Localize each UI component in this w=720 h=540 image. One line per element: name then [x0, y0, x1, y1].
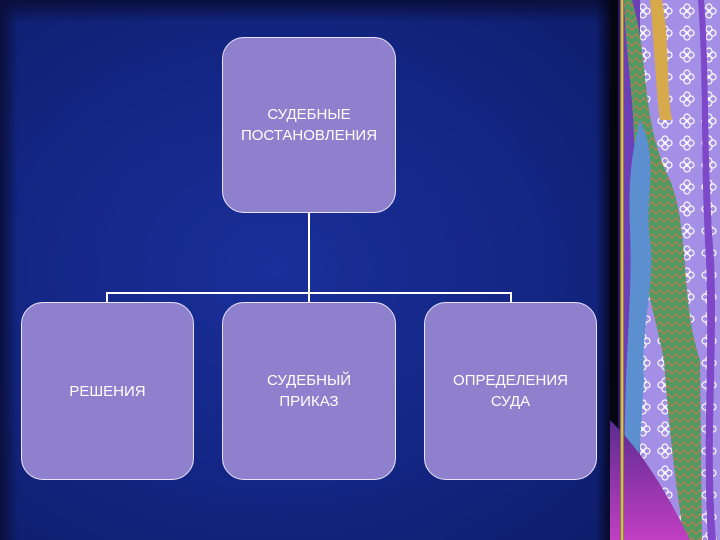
child-node-decisions: РЕШЕНИЯ — [21, 302, 194, 480]
connector-lines — [106, 213, 512, 302]
top-edge-shade — [0, 0, 610, 22]
root-node-court-rulings: СУДЕБНЫЕ ПОСТАНОВЛЕНИЯ — [222, 37, 396, 213]
left-edge-shade — [0, 0, 18, 540]
child-node-label: РЕШЕНИЯ — [69, 382, 146, 400]
child-node-label: ОПРЕДЕЛЕНИЯ СУДА — [453, 372, 568, 410]
child-node-court-determinations: ОПРЕДЕЛЕНИЯ СУДА — [424, 302, 597, 480]
right-edge-shade — [596, 0, 612, 540]
floral-fabric-border-icon — [610, 0, 720, 540]
root-node-label: СУДЕБНЫЕ ПОСТАНОВЛЕНИЯ — [240, 106, 378, 144]
child-node-court-order: СУДЕБНЫЙ ПРИКАЗ — [222, 302, 396, 480]
child-node-label: СУДЕБНЫЙ ПРИКАЗ — [266, 372, 352, 410]
